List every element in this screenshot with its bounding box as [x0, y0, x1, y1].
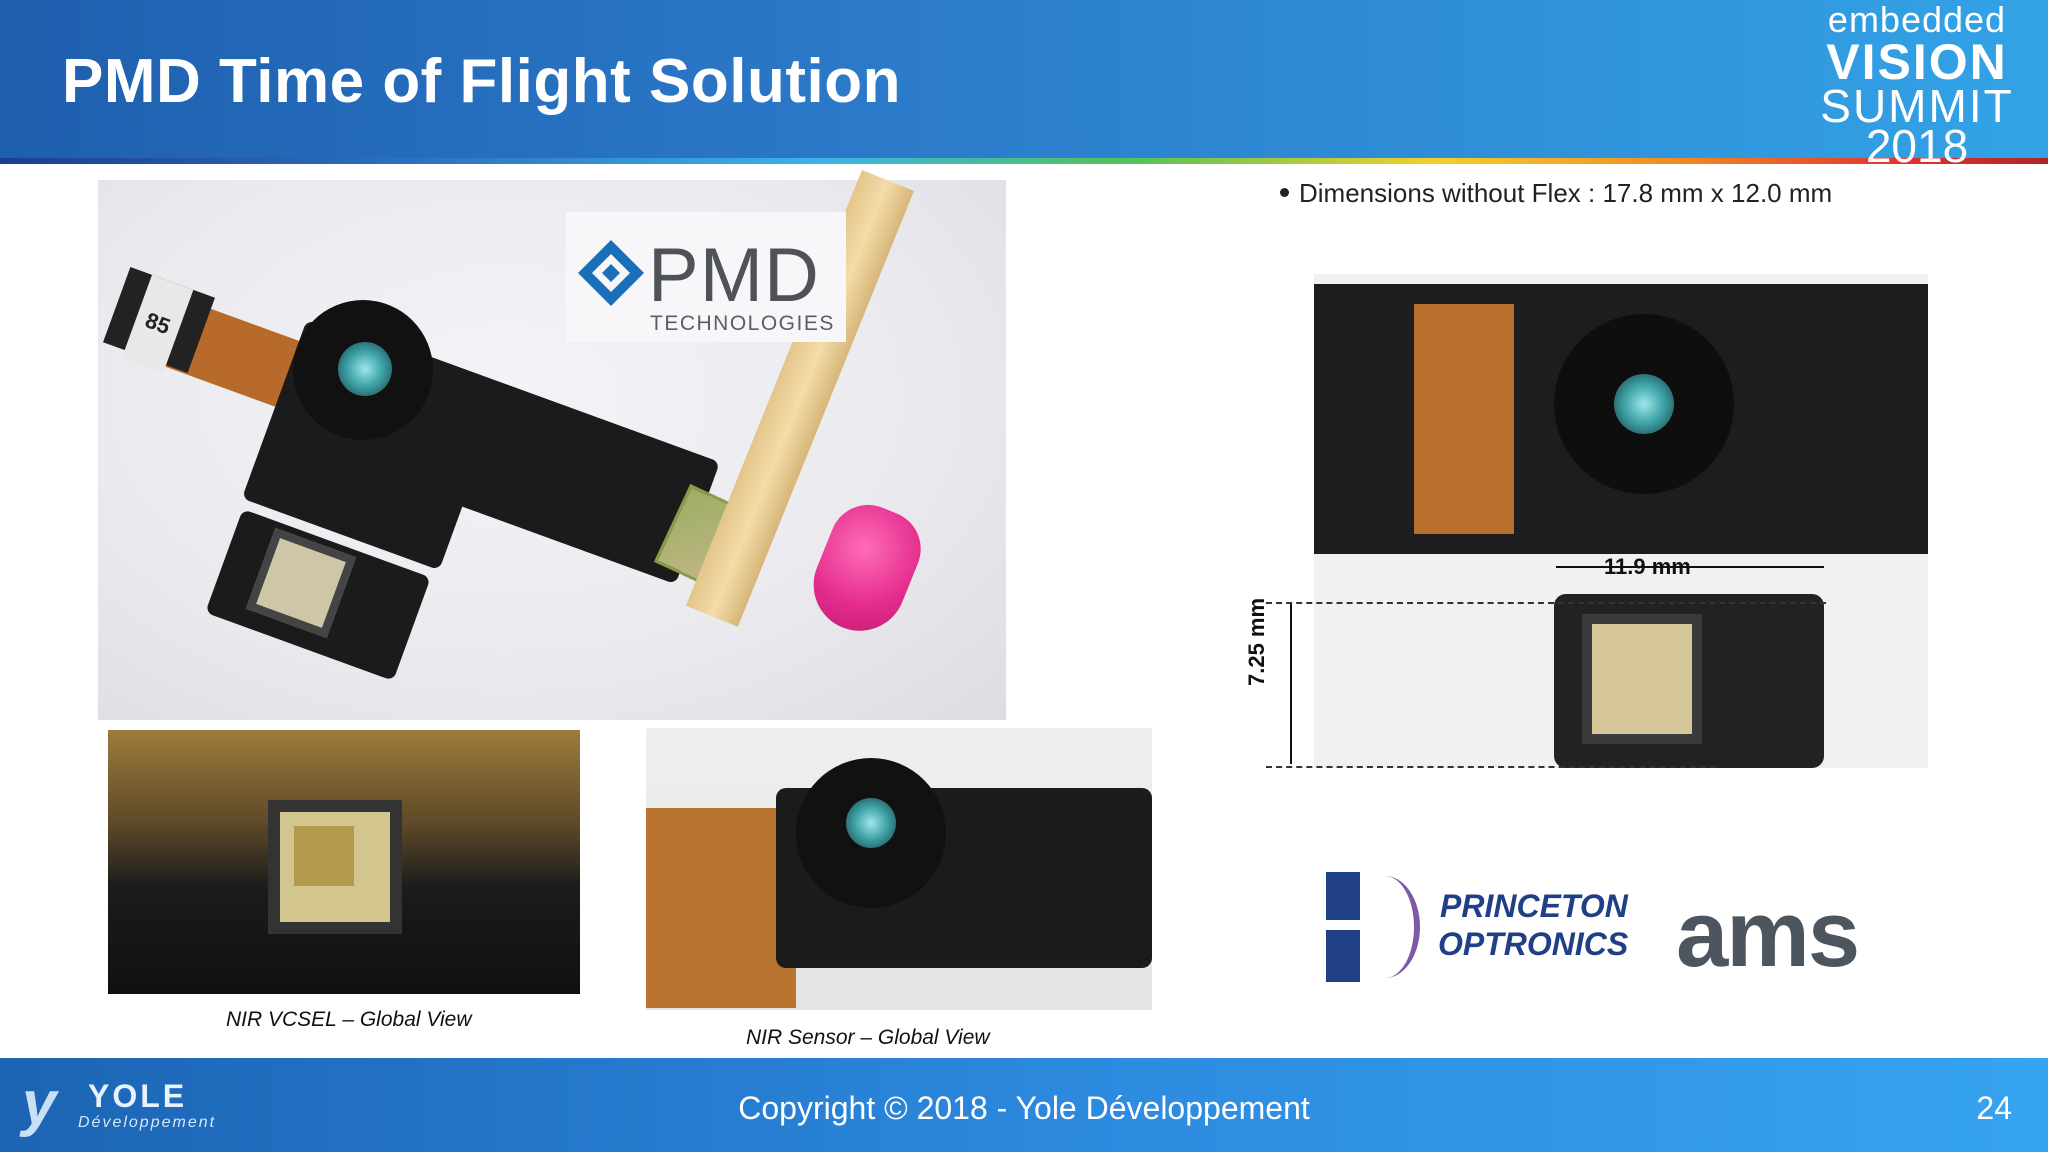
header-bar	[0, 0, 2048, 160]
footer-bar	[0, 1058, 2048, 1152]
yole-name: YOLE	[88, 1078, 188, 1114]
dimensions-bullet: Dimensions without Flex : 17.8 mm x 12.0…	[1280, 178, 1832, 209]
yole-developpement-logo: y YOLE Développement	[18, 1062, 214, 1148]
page-number: 24	[1976, 1090, 2012, 1126]
princeton-optronics-logo: PRINCETON OPTRONICS	[1326, 872, 1629, 982]
princeton-arc-icon	[1350, 876, 1420, 978]
module-lens-glass	[1614, 374, 1674, 434]
pmd-technologies-logo: PMD TECHNOLOGIES	[566, 212, 846, 342]
vcsel-subboard-emitter	[1582, 614, 1702, 744]
pmd-mark-icon	[578, 240, 644, 306]
sensor-caption: NIR Sensor – Global View	[746, 1026, 990, 1049]
width-dimension-line	[1556, 566, 1824, 568]
dimensions-text: Dimensions without Flex : 17.8 mm x 12.0…	[1299, 178, 1833, 208]
header-rainbow-stripe	[0, 158, 2048, 164]
vcsel-caption: NIR VCSEL – Global View	[226, 1008, 472, 1031]
height-dimension-line	[1290, 604, 1292, 764]
ams-logo: ams	[1676, 881, 1860, 986]
dimension-guide-top	[1266, 602, 1826, 604]
lens-glass	[338, 342, 392, 396]
module-dimension-photo	[1314, 274, 1928, 768]
sensor-flex	[646, 808, 796, 1008]
pmd-logo-word: PMD	[648, 233, 820, 318]
princeton-bar-gap	[1326, 920, 1360, 930]
yole-y-icon: y	[22, 1069, 57, 1138]
slide-title: PMD Time of Flight Solution	[62, 47, 901, 116]
copyright-text: Copyright © 2018 - Yole Développement	[738, 1090, 1310, 1126]
connector-label: 85	[121, 274, 194, 373]
embedded-vision-summit-logo: embedded VISION SUMMIT 2018	[1812, 0, 2022, 170]
princeton-text-line2: OPTRONICS	[1438, 926, 1629, 962]
evs-logo-line2: VISION	[1826, 34, 2008, 90]
yole-sub: Développement	[78, 1114, 217, 1131]
nir-sensor-photo	[646, 728, 1152, 1010]
vcsel-die	[294, 826, 354, 886]
evs-logo-line4: 2018	[1865, 120, 1969, 172]
width-dimension-label: 11.9 mm	[1604, 554, 1691, 579]
nir-vcsel-photo	[108, 730, 580, 994]
bullet-dot-icon	[1280, 187, 1289, 197]
dimension-guide-bottom	[1266, 766, 1716, 768]
height-dimension-label: 7.25 mm	[1244, 597, 1269, 686]
pmd-logo-sub: TECHNOLOGIES	[650, 312, 835, 335]
evs-logo-line3: SUMMIT	[1820, 80, 2014, 132]
module-flex	[1414, 304, 1514, 534]
princeton-text-line1: PRINCETON	[1440, 888, 1628, 924]
evs-logo-line1: embedded	[1827, 0, 2007, 40]
sensor-lens-glass	[846, 798, 896, 848]
